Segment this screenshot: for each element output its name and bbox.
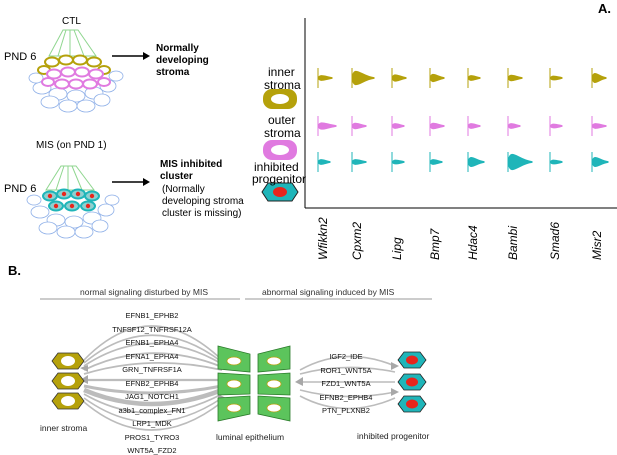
gene-label-smad6: Smad6: [548, 221, 562, 260]
violin-cpxm2-inner: [351, 68, 375, 88]
inhibited-progenitor-caption: inhibited progenitor: [357, 431, 430, 441]
violin-bambi-inhibited: [507, 152, 533, 172]
left-pair-label: TNFSF12_TNFRSF12A: [112, 324, 192, 334]
violin-hdac4-inner: [467, 68, 481, 88]
mis-schematic: [26, 165, 120, 239]
violin-axes: [304, 18, 617, 209]
left-pair-label: JAG1_NOTCH1: [125, 392, 179, 401]
luminal-epithelium-caption: luminal epithelium: [216, 432, 285, 442]
inner-stroma-row-icon: [263, 89, 297, 109]
row-label-outer-1: outer: [268, 113, 296, 127]
mis-note-2: developing stroma: [162, 196, 244, 207]
left-pair-label: a3b1_complex_FN1: [118, 405, 186, 415]
inhibited-progenitor-row-icon: [261, 182, 299, 202]
inner-stroma-caption: inner stroma: [40, 423, 88, 433]
violin-bmp7-inhibited: [429, 152, 443, 172]
outer-stroma-row-icon: [263, 140, 297, 160]
ctl-schematic: [28, 29, 124, 113]
violin-misr2-inhibited: [591, 152, 609, 172]
violin-lipg-outer: [391, 116, 405, 136]
row-label-outer-2: stroma: [264, 126, 301, 140]
violin-bmp7-outer: [429, 116, 445, 136]
pnd6-bottom-label: PND 6: [4, 183, 37, 195]
gene-label-lipg: Lipg: [390, 237, 404, 260]
normal-label-1: Normally: [156, 43, 199, 54]
right-pair-label: PTN_PLXNB2: [322, 406, 370, 415]
left-pair-label: WNT5A_FZD2: [127, 446, 177, 455]
arrow-normal: [112, 52, 150, 60]
left-header: normal signaling disturbed by MIS: [80, 287, 209, 297]
gene-label-misr2: Misr2: [590, 230, 604, 260]
violin-cpxm2-outer: [351, 116, 367, 136]
violin-misr2-outer: [591, 116, 607, 136]
right-pair-label: FZD1_WNT5A: [321, 379, 371, 388]
normal-label-3: stroma: [156, 67, 190, 78]
right-pair-label: EFNB2_EPHB4: [319, 392, 373, 402]
right-signaling-arrows: [299, 355, 396, 410]
gene-label-cpxm2: Cpxm2: [350, 221, 364, 260]
violin-lipg-inner: [391, 68, 407, 88]
violin-bambi-inner: [507, 68, 523, 88]
violin-bmp7-inner: [429, 68, 445, 88]
gene-label-bambi: Bambi: [506, 225, 520, 260]
violin-smad6-inhibited: [549, 152, 563, 172]
left-pair-label: EFNB1_EPHB2: [125, 311, 179, 320]
left-pair-label: PROS1_TYRO3: [124, 432, 180, 442]
mis-label: MIS (on PND 1): [36, 140, 107, 151]
right-pair-label: IGF2_IDE: [329, 352, 363, 361]
luminal-epithelium-cells: [217, 345, 291, 422]
violin-plots: [317, 68, 609, 172]
right-header: abnormal signaling induced by MIS: [262, 287, 395, 297]
row-label-inner-1: inner: [268, 65, 295, 79]
row-label-inhibited-2: progenitor: [252, 172, 307, 186]
violin-cpxm2-inhibited: [351, 152, 367, 172]
mis-inhibited-label-1: MIS inhibited: [160, 159, 223, 170]
violin-misr2-inner: [591, 68, 607, 88]
panel-a-label: A.: [598, 1, 611, 16]
arrow-mis: [112, 178, 150, 186]
inner-stroma-cells: [51, 352, 85, 410]
inhibited-progenitor-cells: [397, 351, 427, 413]
violin-bambi-outer: [507, 116, 521, 136]
violin-hdac4-inhibited: [467, 152, 485, 172]
left-pair-label: EFNA1_EPHA4: [125, 351, 179, 361]
right-pair-label: ROR1_WNT5A: [320, 365, 372, 375]
mis-note-1: (Normally: [162, 184, 205, 195]
violin-wfikkn2-inner: [317, 68, 333, 88]
row-label-inner-2: stroma: [264, 78, 301, 92]
violin-smad6-outer: [549, 116, 563, 136]
left-pair-label: EFNB2_EPHB4: [125, 378, 179, 388]
mis-note-3: cluster is missing): [162, 208, 242, 219]
left-pair-label: GRN_TNFRSF1A: [122, 365, 182, 374]
gene-label-hdac4: Hdac4: [466, 225, 480, 260]
right-arrowheads: [295, 362, 399, 396]
violin-smad6-inner: [549, 68, 563, 88]
row-label-inhibited-1: inhibited: [254, 160, 299, 174]
violin-wfikkn2-outer: [317, 116, 337, 136]
left-pair-label: EFNB1_EPHA4: [125, 338, 179, 347]
violin-lipg-inhibited: [391, 152, 405, 172]
left-pair-label: LRP1_MDK: [132, 419, 172, 428]
violin-wfikkn2-inhibited: [317, 152, 331, 172]
pnd6-top-label: PND 6: [4, 51, 37, 63]
normal-label-2: developing: [156, 55, 209, 66]
panel-b-label: B.: [8, 263, 21, 278]
ctl-label: CTL: [62, 16, 81, 27]
left-signaling-arrows: [83, 325, 223, 431]
gene-label-wfikkn2: Wfikkn2: [316, 217, 330, 260]
gene-label-bmp7: Bmp7: [428, 228, 442, 260]
violin-hdac4-outer: [467, 116, 481, 136]
mis-inhibited-label-2: cluster: [160, 171, 193, 182]
